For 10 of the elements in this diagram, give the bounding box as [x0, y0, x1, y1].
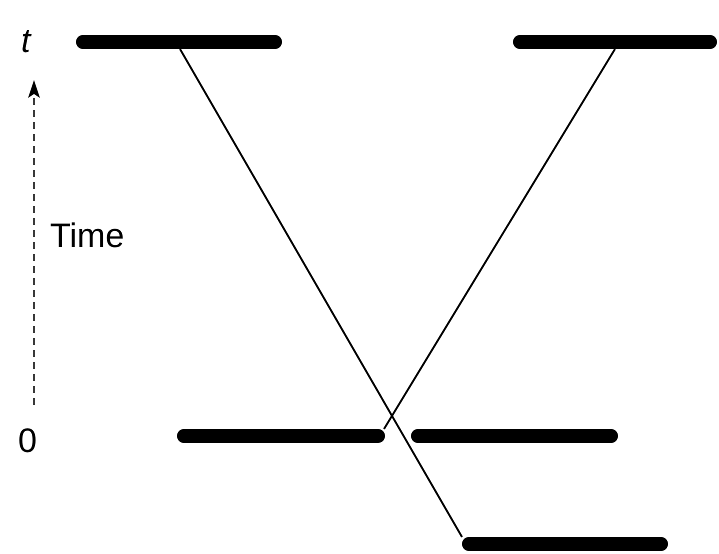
level-bar: [76, 35, 282, 49]
level-bar: [177, 429, 385, 443]
level-bar: [513, 35, 717, 49]
axis-label: t: [21, 24, 30, 58]
connector-line: [179, 48, 463, 538]
level-bar: [462, 537, 668, 551]
axis-label: Time: [50, 219, 124, 253]
connector-line: [383, 48, 616, 430]
axis-label: 0: [18, 424, 37, 458]
level-bar: [411, 429, 618, 443]
